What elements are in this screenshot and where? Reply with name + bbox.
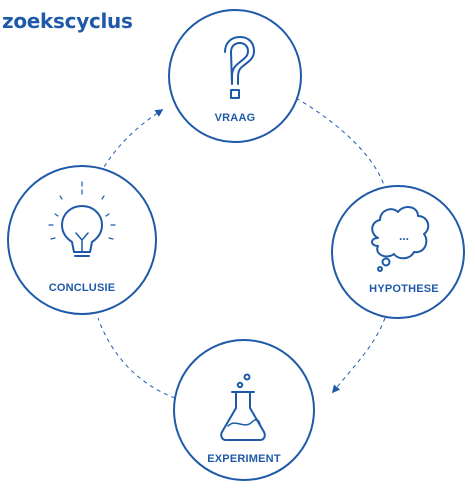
question-mark-icon <box>224 36 255 99</box>
lightbulb-icon <box>61 205 103 257</box>
node-vraag-label: VRAAG <box>215 112 256 124</box>
connector-experiment-conclusie <box>97 317 176 399</box>
node-hypothese-label: HYPOTHESE <box>369 283 439 295</box>
lightbulb-rays-icon <box>48 181 116 240</box>
thought-cloud-text: ... <box>399 229 409 243</box>
node-hypothese: ... HYPOTHESE <box>331 185 465 319</box>
node-conclusie-label: CONCLUSIE <box>49 282 116 294</box>
flask-icon <box>220 373 266 441</box>
node-conclusie: CONCLUSIE <box>7 165 157 315</box>
node-vraag: VRAAG <box>168 9 302 143</box>
node-experiment: EXPERIMENT <box>173 339 315 481</box>
connector-hypothese-experiment <box>331 317 386 394</box>
diagram-title: zoekscyclus <box>2 9 133 33</box>
connector-vraag-hypothese <box>295 97 387 193</box>
thought-cloud-icon <box>371 206 430 272</box>
node-experiment-label: EXPERIMENT <box>207 453 281 465</box>
